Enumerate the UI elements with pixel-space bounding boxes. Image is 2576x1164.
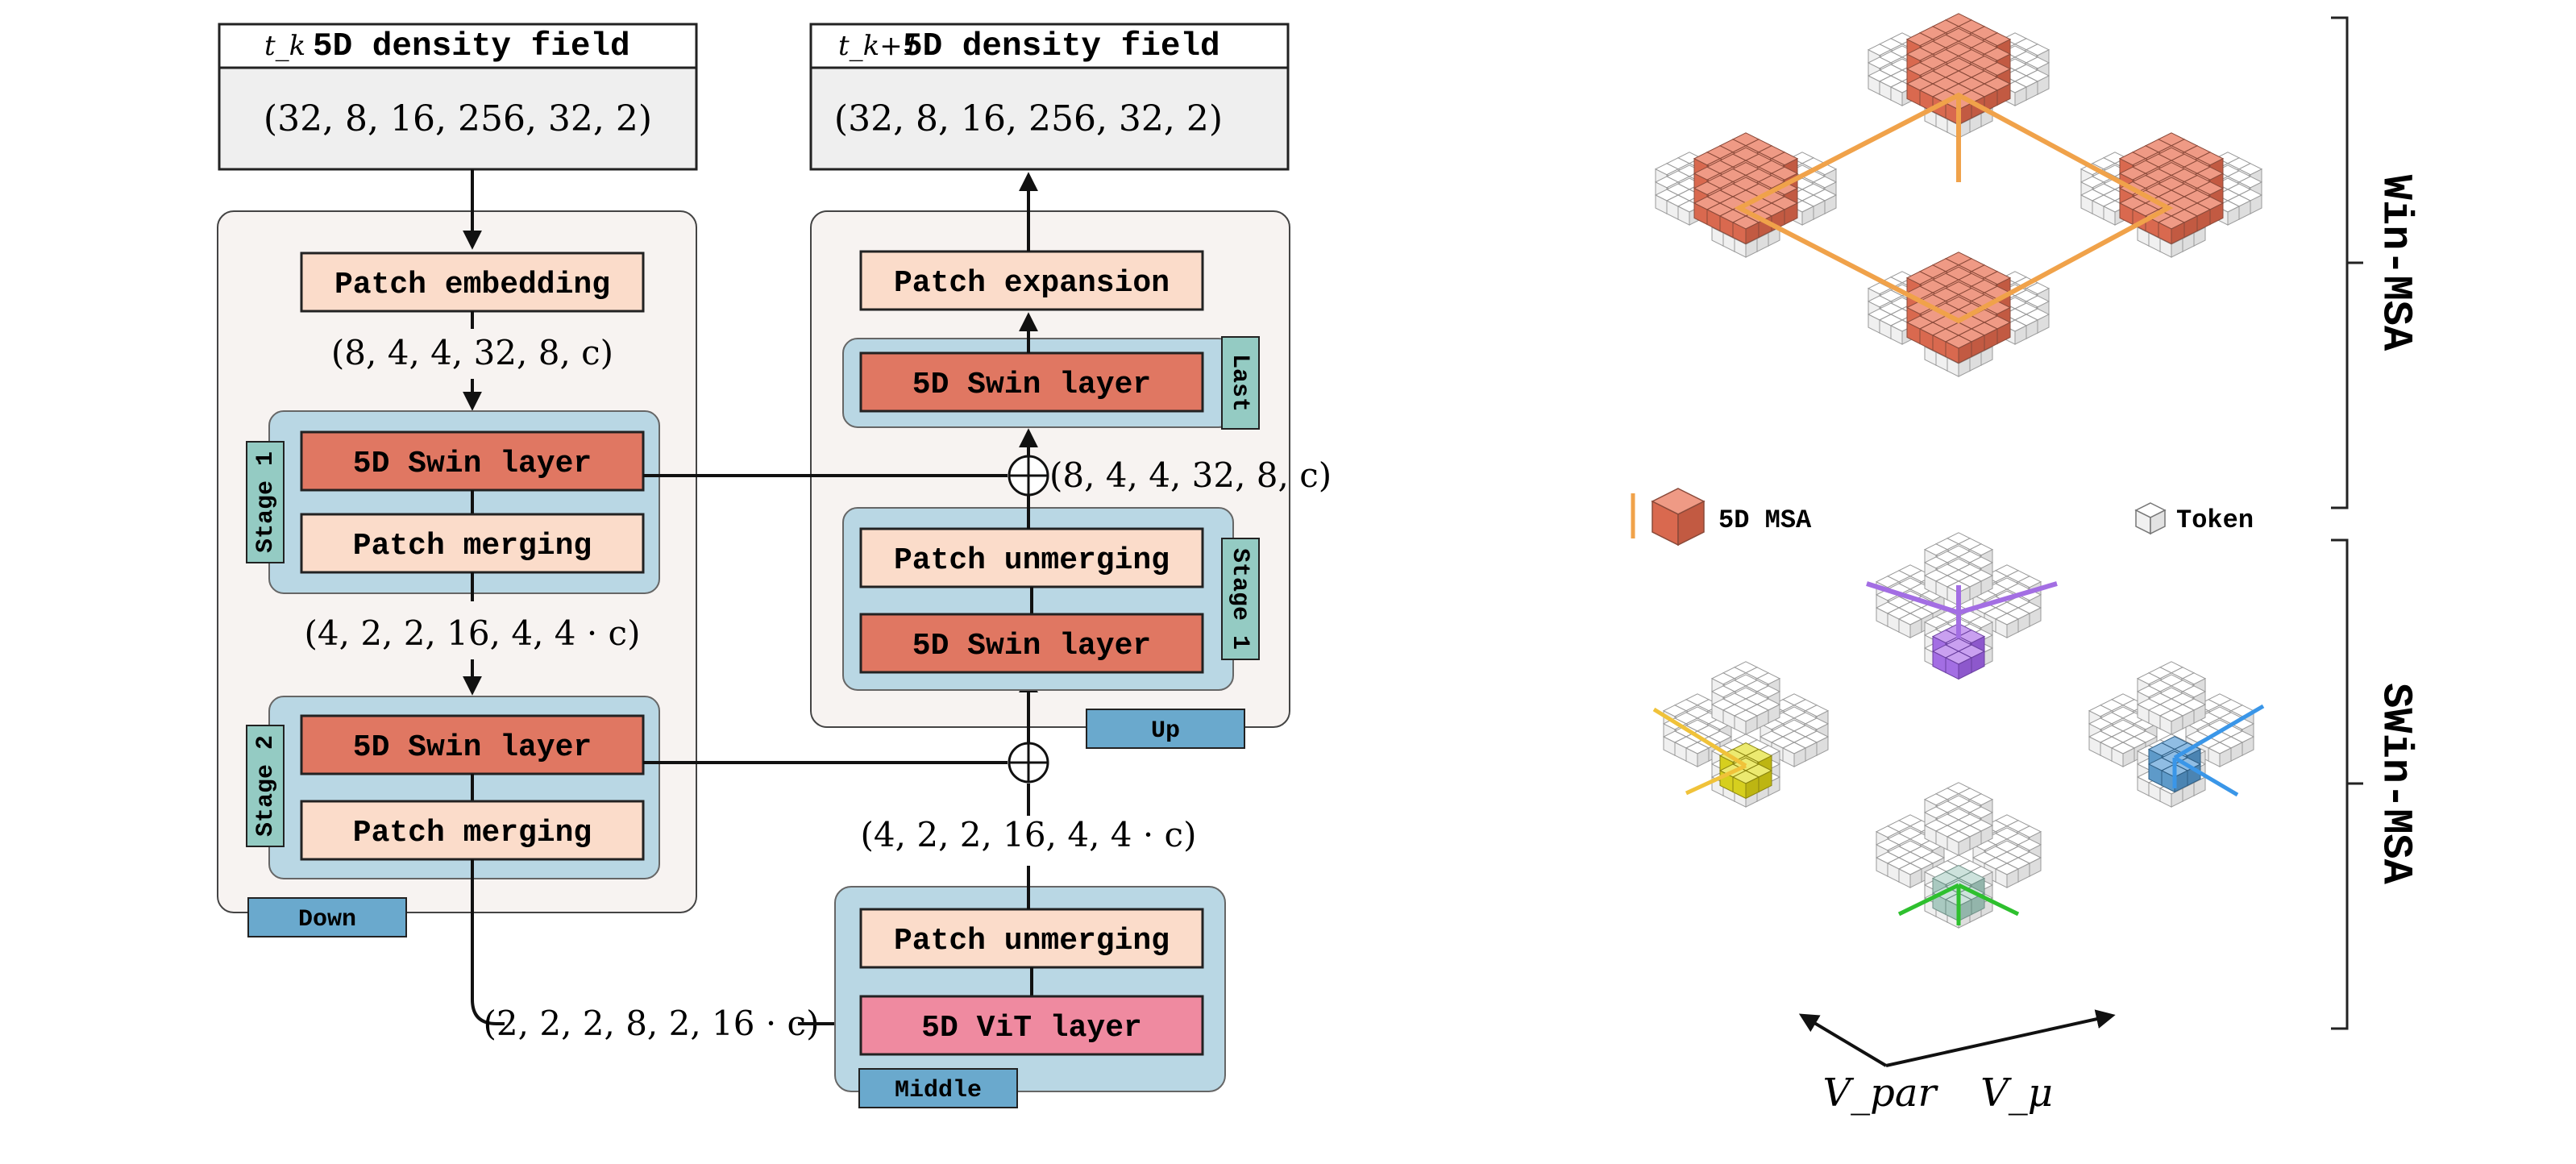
middle-input-shape: (2, 2, 2, 8, 2, 16 · c)	[484, 1004, 820, 1043]
up-skip-shape: (8, 4, 4, 32, 8, c)	[1049, 455, 1332, 495]
up-last-tag: Last	[1226, 354, 1253, 412]
down-stage2-merging-label: Patch merging	[353, 816, 592, 850]
up-stage1-tag: Stage 1	[1226, 548, 1253, 650]
down-stage2-swin-label: 5D Swin layer	[353, 730, 592, 765]
up-tag: Up	[1086, 709, 1245, 749]
v-par-label: V_par	[1823, 1070, 1939, 1116]
win-msa-brace	[2331, 16, 2363, 509]
patch-embedding-block: Patch embedding	[300, 252, 645, 313]
v-par-arrow	[1798, 1013, 1888, 1067]
connector-down-to-middle	[471, 859, 505, 1025]
input-density-field: t_k 5D density field (32, 8, 16, 256, 32…	[218, 23, 698, 171]
legend-msa-cube	[1651, 488, 1706, 547]
shape-after-stage1: (4, 2, 2, 16, 4, 4 · c)	[305, 613, 641, 653]
win-msa-label: Win-MSA	[2371, 175, 2419, 351]
up-stage1: Patch unmerging 5D Swin layer Stage 1	[842, 507, 1260, 691]
output-time-label: t_k+1	[838, 30, 920, 62]
up-stage1-swin-label: 5D Swin layer	[912, 629, 1151, 663]
swin-msa-illustration	[1652, 532, 2265, 929]
up-last-swin-label: 5D Swin layer	[912, 368, 1151, 402]
patch-embedding-label: Patch embedding	[334, 268, 610, 302]
middle-vit-label: 5D ViT layer	[921, 1011, 1142, 1046]
down-stage1-swin-label: 5D Swin layer	[353, 447, 592, 481]
blue-axes	[2172, 704, 2265, 797]
middle-tag: Middle	[858, 1068, 1018, 1108]
down-stage2-tag: Stage 2	[252, 735, 280, 837]
output-field-title: 5D density field	[903, 28, 1220, 65]
up-tag-label: Up	[1151, 717, 1180, 745]
purple-axes	[1866, 581, 2058, 638]
v-mu-arrow	[1885, 1009, 2116, 1067]
patch-expansion-label: Patch expansion	[894, 266, 1170, 301]
sum-node-stage2	[1008, 742, 1049, 784]
output-field-shape: (32, 8, 16, 256, 32, 2)	[834, 98, 1223, 139]
down-stage1: 5D Swin layer Patch merging Stage 1	[246, 410, 660, 594]
down-tag: Down	[247, 897, 407, 937]
legend-msa-label: 5D MSA	[1718, 505, 1812, 535]
input-field-shape: (32, 8, 16, 256, 32, 2)	[264, 98, 652, 139]
win-msa-illustration	[1654, 13, 2263, 377]
shifted-windows	[1718, 623, 2202, 922]
velocity-axes: V_par V_μ	[1798, 1009, 2116, 1116]
patch-expansion-block: Patch expansion	[859, 250, 1204, 311]
shape-after-embedding: (8, 4, 4, 32, 8, c)	[331, 333, 613, 372]
down-tag-label: Down	[298, 906, 356, 933]
middle-output-shape: (4, 2, 2, 16, 4, 4 · c)	[861, 815, 1197, 854]
middle-tag-label: Middle	[895, 1077, 982, 1104]
green-axes	[1897, 883, 2020, 925]
down-stage1-tag: Stage 1	[252, 451, 280, 553]
input-time-label: t_k	[264, 30, 305, 62]
output-density-field: t_k+1 5D density field (32, 8, 16, 256, …	[809, 23, 1290, 171]
v-mu-label: V_μ	[1980, 1070, 2053, 1116]
down-stage1-merging-label: Patch merging	[353, 529, 592, 563]
input-field-title: 5D density field	[313, 28, 630, 65]
middle-block: Patch unmerging 5D ViT layer	[834, 886, 1226, 1092]
msa-windows	[1693, 13, 2225, 364]
sum-node-stage1	[1008, 455, 1049, 497]
yellow-axes	[1652, 707, 1747, 796]
middle-unmerging-label: Patch unmerging	[894, 924, 1170, 958]
swin-msa-label: SWin-MSA	[2371, 683, 2419, 884]
up-last: 5D Swin layer Last	[842, 336, 1260, 430]
swin-msa-brace	[2331, 538, 2363, 1030]
msa-connection-diamond	[1734, 92, 2174, 324]
down-stage2: 5D Swin layer Patch merging Stage 2	[246, 696, 660, 879]
legend-token-label: Token	[2176, 505, 2254, 535]
token-icon	[2134, 502, 2167, 535]
up-stage1-unmerging-label: Patch unmerging	[894, 543, 1170, 578]
legend: 5D MSA Token	[1631, 488, 2254, 547]
